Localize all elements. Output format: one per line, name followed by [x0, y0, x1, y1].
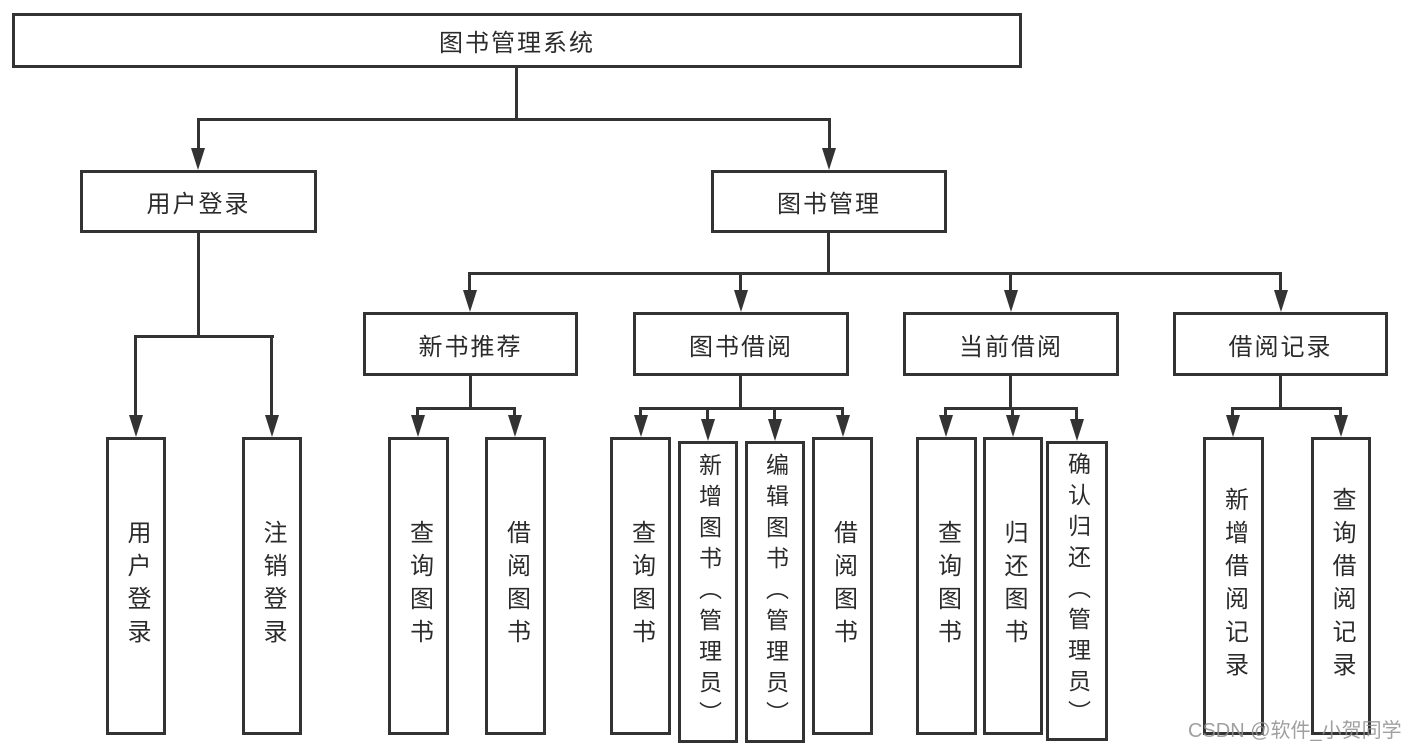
- connector-line: [468, 272, 471, 292]
- connector-line: [1339, 407, 1342, 417]
- connector-line: [1075, 407, 1078, 421]
- connector-line: [134, 335, 137, 415]
- arrow-down-icon: [822, 148, 836, 170]
- node-label: 借阅记录: [1228, 333, 1333, 361]
- connector-line: [513, 407, 516, 417]
- node-label: 当前借阅: [959, 333, 1063, 361]
- node-label: 查询图书: [627, 520, 655, 652]
- node-book-borrowing: 图书借阅: [633, 312, 849, 376]
- arrow-down-icon: [1004, 290, 1018, 312]
- node-bb-add-books-admin: 新增图书（管理员）: [678, 441, 738, 743]
- arrow-down-icon: [701, 419, 715, 441]
- arrow-down-icon: [411, 415, 425, 437]
- node-new-book-recommendation: 新书推荐: [363, 312, 578, 376]
- connector-line: [828, 118, 831, 150]
- arrow-down-icon: [734, 290, 748, 312]
- node-label: 查询图书: [933, 520, 961, 652]
- node-nb-query-books: 查询图书: [388, 437, 449, 735]
- connector-line: [739, 272, 742, 292]
- connector-line: [197, 233, 200, 335]
- connector-line: [134, 335, 274, 338]
- node-label: 图书管理系统: [439, 30, 595, 57]
- arrow-down-icon: [836, 415, 850, 437]
- connector-line: [515, 68, 518, 118]
- arrow-down-icon: [1070, 419, 1084, 441]
- connector-line: [739, 376, 742, 407]
- connector-line: [706, 407, 709, 421]
- node-label: 新增借阅记录: [1220, 487, 1248, 685]
- arrow-down-icon: [129, 415, 143, 437]
- connector-line: [1279, 272, 1282, 292]
- node-book-management: 图书管理: [711, 170, 947, 233]
- connector-line: [639, 407, 844, 410]
- node-label: 图书借阅: [689, 333, 793, 361]
- csdn-watermark: CSDN @软件_小贺同学: [1188, 720, 1402, 742]
- node-br-add-record: 新增借阅记录: [1203, 437, 1264, 735]
- node-label: 查询借阅记录: [1328, 487, 1355, 685]
- node-bb-query-books: 查询图书: [610, 437, 671, 735]
- connector-line: [469, 376, 472, 407]
- connector-line: [197, 118, 831, 121]
- arrow-down-icon: [768, 419, 782, 441]
- arrow-down-icon: [191, 148, 205, 170]
- connector-line: [197, 118, 200, 150]
- connector-line: [416, 407, 419, 417]
- node-bb-borrow-books: 借阅图书: [812, 437, 873, 735]
- node-label: 注销登录: [259, 520, 286, 652]
- arrow-down-icon: [1006, 415, 1020, 437]
- node-user-login: 用户登录: [80, 170, 317, 233]
- connector-line: [827, 233, 830, 272]
- node-label: 归还图书: [1000, 520, 1027, 652]
- arrow-down-icon: [1274, 290, 1288, 312]
- node-bb-edit-books-admin: 编辑图书（管理员）: [745, 441, 805, 743]
- connector-line: [270, 335, 273, 415]
- connector-line: [841, 407, 844, 417]
- node-label: 用户登录: [146, 191, 251, 218]
- connector-line: [1009, 272, 1012, 292]
- node-cb-confirm-return-admin: 确认归还（管理员）: [1046, 441, 1108, 741]
- node-leaf-user-login: 用户登录: [106, 437, 166, 735]
- connector-line: [468, 272, 1282, 275]
- connector-line: [1231, 407, 1342, 410]
- arrow-down-icon: [1226, 415, 1240, 437]
- arrow-down-icon: [265, 415, 279, 437]
- node-label: 编辑图书（管理员）: [762, 452, 789, 732]
- node-label: 借阅图书: [502, 520, 530, 652]
- node-label: 新增图书（管理员）: [695, 452, 722, 732]
- node-label: 用户登录: [123, 520, 150, 652]
- node-label: 借阅图书: [829, 520, 857, 652]
- node-borrowing-records: 借阅记录: [1173, 312, 1388, 376]
- connector-line: [944, 407, 947, 417]
- arrow-down-icon: [463, 290, 477, 312]
- node-leaf-logout: 注销登录: [242, 437, 302, 735]
- node-cb-query-books: 查询图书: [916, 437, 977, 735]
- node-current-borrowing: 当前借阅: [903, 312, 1119, 376]
- connector-line: [1011, 407, 1014, 417]
- arrow-down-icon: [939, 415, 953, 437]
- node-br-query-record: 查询借阅记录: [1311, 437, 1371, 735]
- node-label: 图书管理: [777, 191, 881, 218]
- connector-line: [416, 407, 516, 410]
- arrow-down-icon: [508, 415, 522, 437]
- connector-line: [773, 407, 776, 421]
- arrow-down-icon: [1334, 415, 1348, 437]
- connector-line: [1231, 407, 1234, 417]
- node-label: 新书推荐: [418, 333, 523, 361]
- node-label: 确认归还（管理员）: [1064, 451, 1091, 731]
- node-library-management-system: 图书管理系统: [12, 13, 1022, 68]
- node-cb-return-books: 归还图书: [983, 437, 1043, 735]
- connector-line: [639, 407, 642, 417]
- connector-line: [1009, 376, 1012, 407]
- connector-line: [1279, 376, 1282, 407]
- node-label: 查询图书: [405, 520, 433, 652]
- node-nb-borrow-books: 借阅图书: [485, 437, 546, 735]
- arrow-down-icon: [634, 415, 648, 437]
